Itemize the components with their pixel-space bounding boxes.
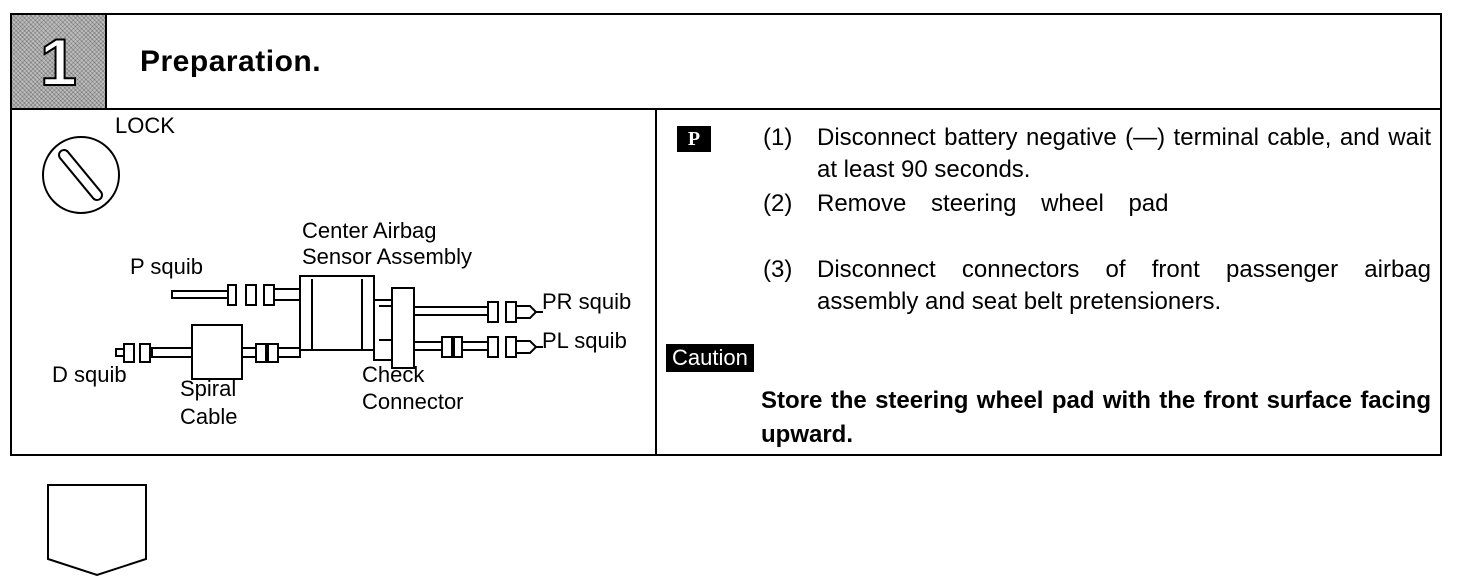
column-divider	[655, 110, 657, 454]
spiral-cable-label-line2: Cable	[180, 404, 238, 429]
p-badge: P	[677, 126, 711, 152]
instruction-step-1: (1) Disconnect battery negative (—) term…	[763, 122, 1431, 186]
instruction-step-2: (2) Remove steering wheel pad	[763, 188, 1431, 220]
next-step-marker-icon	[47, 484, 147, 577]
instruction-step-3: (3) Disconnect connectors of front passe…	[763, 254, 1431, 318]
wiring-diagram: LOCK Center Airbag Sensor Assembly P squ…	[12, 110, 655, 456]
check-connector-label-line2: Connector	[362, 389, 464, 414]
step-title: Preparation.	[140, 45, 322, 78]
instructions-panel: P (1) Disconnect battery negative (—) te…	[657, 110, 1440, 454]
caution-badge: Caution	[666, 344, 754, 372]
center-sensor-label-line2: Sensor Assembly	[302, 244, 472, 269]
ignition-key-lock-icon	[42, 136, 120, 214]
d-squib-label: D squib	[52, 362, 127, 387]
step-1-number: (1)	[763, 124, 793, 151]
caution-text: Store the steering wheel pad with the fr…	[761, 387, 1431, 448]
pr-squib-label: PR squib	[542, 289, 632, 314]
spiral-cable-label-line1: Spiral	[180, 376, 237, 401]
center-sensor-label-line1: Center Airbag	[302, 218, 437, 243]
step-frame: 1 Preparation.	[10, 13, 1442, 456]
step-1-text: Disconnect battery negative (—) terminal…	[817, 124, 1431, 183]
header-divider	[12, 108, 1440, 110]
step-3-text: Disconnect connectors of front passenger…	[817, 256, 1431, 315]
wiring-diagram-drawing	[42, 136, 543, 380]
check-connector-label-line1: Check	[362, 362, 425, 387]
step-3-number: (3)	[763, 256, 793, 283]
step-2-number: (2)	[763, 190, 793, 217]
step-2-text: Remove steering wheel pad	[817, 190, 1169, 217]
p-squib-label: P squib	[130, 254, 203, 279]
pl-squib-label: PL squib	[542, 328, 627, 353]
lock-label: LOCK	[115, 113, 175, 138]
step-number-badge: 1	[12, 15, 107, 108]
